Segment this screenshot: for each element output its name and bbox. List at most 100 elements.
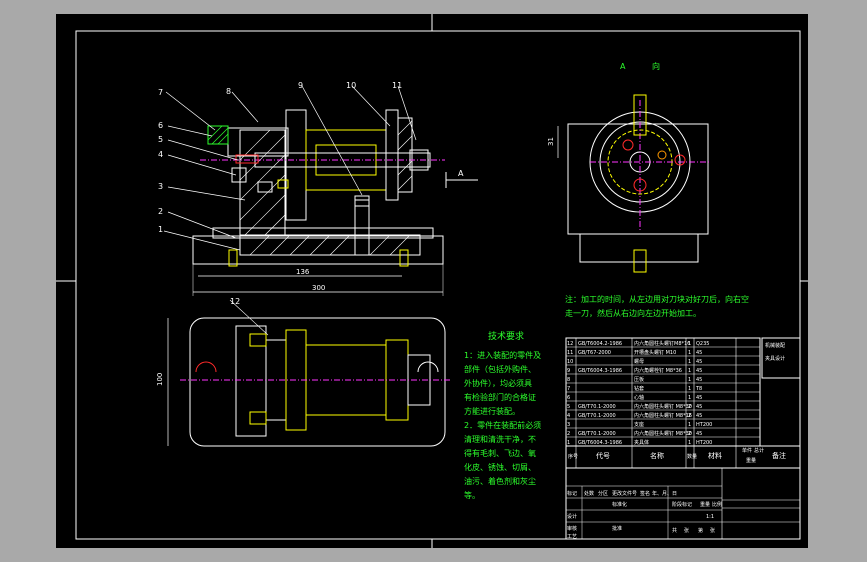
bom-cell: 1 — [688, 368, 691, 374]
tb-label: 处数 — [584, 490, 594, 497]
tech-line: 外协件），均必须具 — [464, 378, 532, 388]
bom-cell: 内六角圆柱头螺钉 M8*30 — [634, 430, 692, 437]
callout-3: 3 — [158, 182, 163, 191]
callout-7: 7 — [158, 88, 163, 97]
tb-mid-label: 标准化 — [612, 501, 627, 508]
drawing-paper — [56, 14, 808, 548]
callout-4: 4 — [158, 150, 163, 159]
tech-line: 得有毛刺、飞边、氧 — [464, 448, 536, 458]
side-label-1: 机械装配 — [765, 342, 785, 349]
bom-cell: 5 — [567, 404, 570, 410]
tech-line: 等。 — [464, 490, 480, 500]
callout-8: 8 — [226, 87, 231, 96]
tb-stage-label: 重量 — [700, 501, 710, 508]
tech-line: 方能进行装配。 — [464, 406, 520, 416]
bom-cell: 2 — [688, 413, 691, 419]
bom-cell: GB/T70.1-2000 — [578, 404, 616, 410]
bom-cell: GB/T6004.2-1986 — [578, 341, 622, 347]
tech-line: 有检验部门的合格证 — [464, 392, 536, 402]
bom-cell: 内六角圆柱头螺钉 M8*30 — [634, 403, 692, 410]
bom-cell: 45 — [696, 413, 702, 419]
bom-cell: 11 — [567, 350, 573, 356]
bom-cell: HT200 — [696, 422, 712, 428]
bom-header-unit: 单件 — [742, 447, 752, 454]
tech-line: 化皮、锈蚀、切屑、 — [464, 462, 536, 472]
bom-cell: 螺母 — [634, 358, 644, 365]
callout-9: 9 — [298, 81, 303, 90]
bom-cell: 3 — [567, 422, 570, 428]
bom-cell: 12 — [567, 341, 573, 347]
bom-cell: 1 — [567, 440, 570, 446]
title-block — [565, 467, 801, 540]
tb-stage-label: 阶段标记 — [672, 501, 692, 508]
bom-cell: 45 — [696, 404, 702, 410]
tb-row-label: 审核 — [567, 525, 577, 532]
tb-label: 更改文件号 — [612, 490, 637, 497]
bom-cell: 45 — [696, 350, 702, 356]
top-view — [167, 299, 450, 447]
bom-cell: 开槽盘头螺钉 M10 — [634, 349, 676, 356]
tech-line: 2．零件在装配前必须 — [464, 420, 541, 430]
tb-sheet: 第 — [698, 527, 703, 534]
dim-31: 31 — [547, 137, 555, 146]
bom-cell: 45 — [696, 377, 702, 383]
tb-sheet: 共 — [672, 527, 677, 534]
tb-row-label: 设计 — [567, 513, 577, 520]
dim-136: 136 — [296, 268, 310, 276]
bom-cell: 6 — [567, 395, 570, 401]
bom-cell: GB/T6004.3-1986 — [578, 440, 622, 446]
bom-cell: Q235 — [696, 341, 709, 347]
tech-line: 清理和清洗干净，不 — [464, 434, 536, 444]
bom-cell: 45 — [696, 395, 702, 401]
bom-cell: 8 — [567, 377, 570, 383]
tb-row-label: 工艺 — [567, 534, 577, 540]
bom-cell: 夹具体 — [634, 439, 649, 446]
front-view — [163, 85, 478, 296]
aux-view — [557, 94, 710, 273]
bom-cell: GB/T6004.3-1986 — [578, 368, 622, 374]
bom-cell: 内六角圆柱头螺钉 M8*16 — [634, 412, 692, 419]
tb-label: 签名 — [640, 490, 650, 497]
bom-cell: 4 — [567, 413, 570, 419]
bom-cell: GB/T67-2000 — [578, 350, 611, 356]
bom-cell: 7 — [567, 386, 570, 392]
dim-300: 300 — [312, 284, 325, 292]
bom-cell: 压板 — [634, 376, 644, 383]
bom-cell: 2 — [688, 431, 691, 437]
bom-cell: 1 — [688, 422, 691, 428]
tech-line: 部件（包括外购件、 — [464, 364, 536, 374]
bom-header-weight: 重量 — [746, 457, 756, 464]
tb-sheet: 张 — [684, 527, 689, 534]
bom-cell: 10 — [567, 359, 573, 365]
bom-header-index: 序号 — [568, 453, 578, 460]
bom-header-total: 总计 — [754, 447, 764, 454]
bom-cell: HT200 — [696, 440, 712, 446]
bom-cell: 内六角螺栓钉 M8*36 — [634, 367, 682, 374]
bom-cell: 内六角圆柱头螺钉M8*16 — [634, 340, 690, 347]
callout-12: 12 — [230, 297, 240, 306]
tb-scale: 1:1 — [706, 514, 714, 520]
bom-cell: 1 — [688, 350, 691, 356]
tb-label: 年、月、日 — [652, 490, 677, 497]
machining-note-line1: 注：加工的时间，从左边用对刀块对好刀后，向右空 — [565, 294, 749, 304]
callout-5: 5 — [158, 135, 163, 144]
tech-line: 油污、着色剂和灰尘 — [464, 476, 536, 486]
bom-header-qty: 数量 — [687, 453, 697, 460]
bom-cell: 45 — [696, 359, 702, 365]
bom-cell: 2 — [688, 404, 691, 410]
tb-mid-label: 批准 — [612, 525, 622, 532]
bom-header-code: 代号 — [596, 451, 610, 460]
bom-cell: 2 — [567, 431, 570, 437]
outer-frame — [75, 30, 801, 540]
callout-2: 2 — [158, 207, 163, 216]
aux-title-direction: 向 — [652, 61, 660, 71]
bom-cell: 心轴 — [634, 394, 644, 401]
bom-cell: 支座 — [634, 421, 644, 428]
tb-sheet: 张 — [710, 527, 715, 534]
side-label-2: 夹具设计 — [765, 355, 785, 362]
aux-title-a: A — [620, 62, 626, 71]
callout-10: 10 — [346, 81, 356, 90]
tech-requirements-title: 技术要求 — [488, 330, 524, 342]
